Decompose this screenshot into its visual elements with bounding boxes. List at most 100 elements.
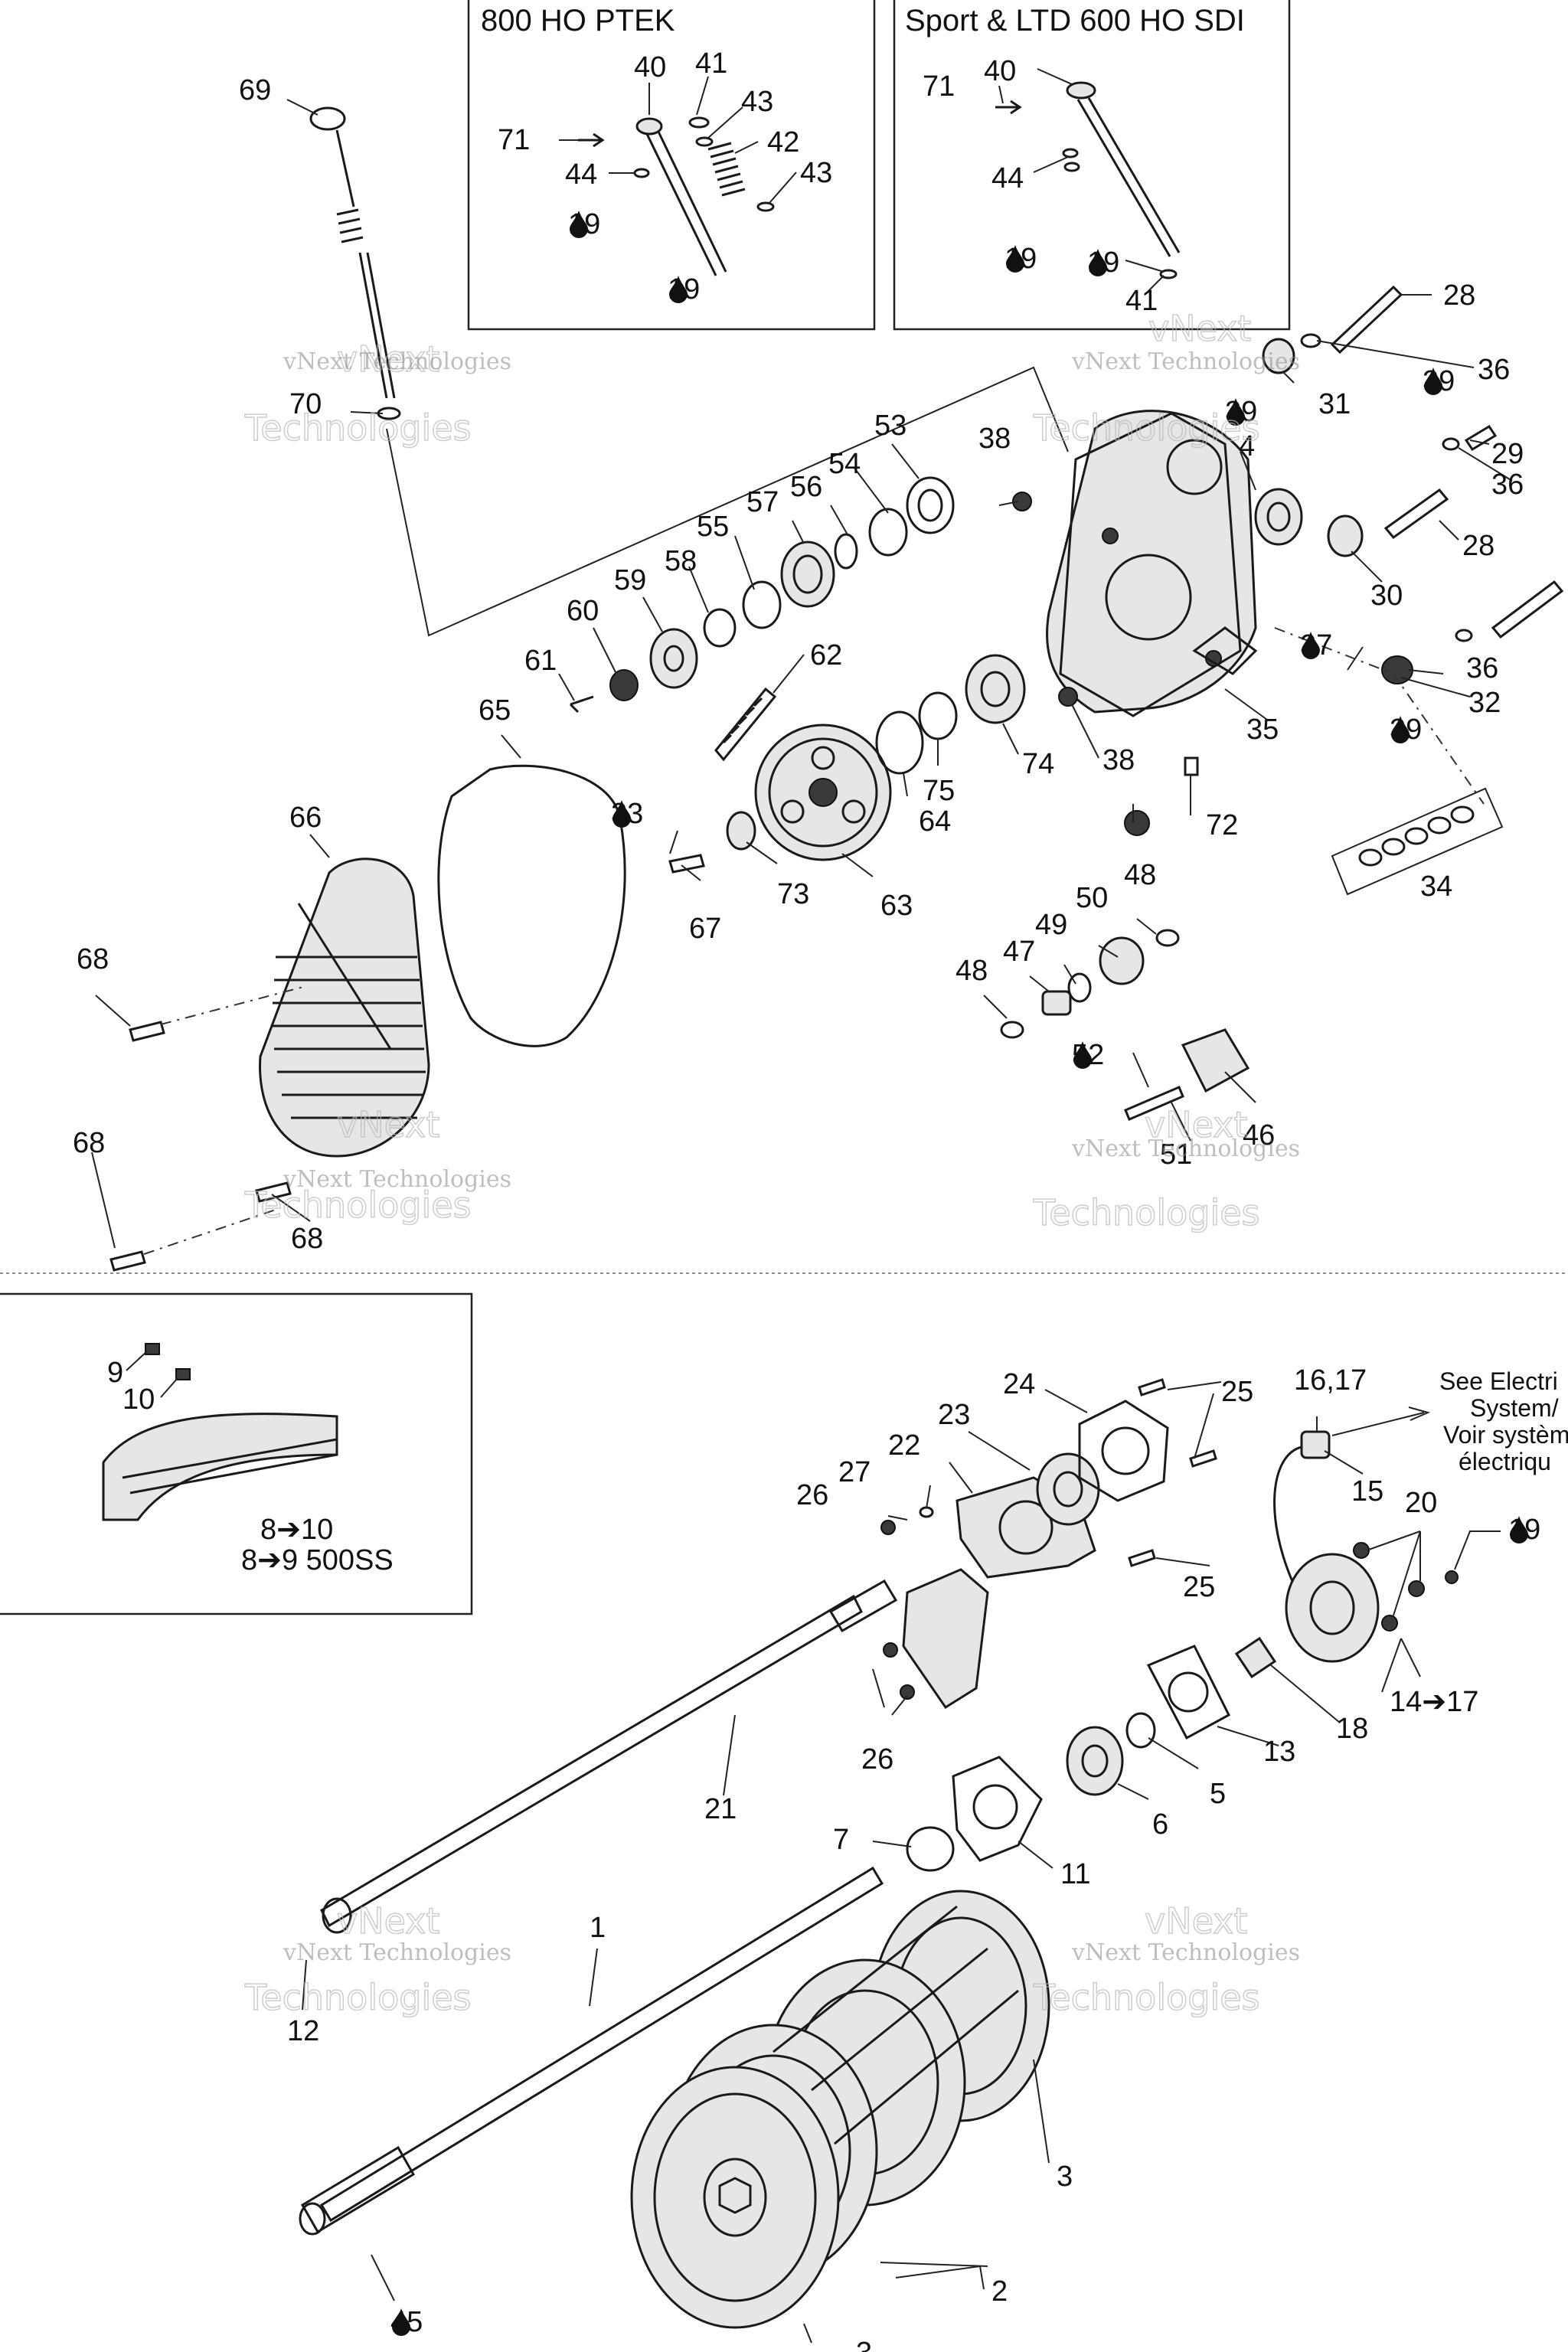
callout-35: 35 bbox=[1246, 714, 1279, 746]
callout-number: 63 bbox=[880, 890, 913, 922]
callout-number: 25 bbox=[1221, 1376, 1253, 1408]
callout-number: 9 bbox=[107, 1357, 123, 1389]
callout-43: 43 bbox=[741, 86, 773, 118]
electrical-note-line-2: System/ bbox=[1470, 1394, 1559, 1422]
callout-73: 73 bbox=[777, 878, 809, 910]
callout-number: 72 bbox=[1206, 809, 1238, 841]
axle-1-body bbox=[319, 1866, 884, 2223]
electrical-note-line-1: See Electri bbox=[1439, 1367, 1558, 1395]
dipstick-reference-line bbox=[386, 366, 1069, 637]
callout-number: 38 bbox=[978, 423, 1011, 455]
callout-25: 25 bbox=[1221, 1376, 1253, 1408]
electrical-note-line-3: Voir systèm bbox=[1443, 1421, 1568, 1449]
callout-48: 48 bbox=[1124, 859, 1156, 891]
callout-24: 24 bbox=[1003, 1368, 1035, 1400]
callout-43: 43 bbox=[800, 157, 832, 189]
callout-72: 72 bbox=[1206, 809, 1238, 841]
callout-5: 5 bbox=[1210, 1778, 1226, 1810]
callout-number: 18 bbox=[1336, 1713, 1368, 1745]
circlip-5 bbox=[1125, 1712, 1156, 1749]
watermark-2: vNext vNext Technologies Technologies bbox=[1032, 307, 1300, 449]
callout-38: 38 bbox=[978, 423, 1011, 455]
callout-number: 36 bbox=[1491, 469, 1524, 501]
sensor-16-17 bbox=[1300, 1430, 1331, 1459]
callout-number: 5 bbox=[1210, 1778, 1226, 1810]
callout-14-17: 14➔17 bbox=[1390, 1686, 1478, 1718]
ptek-valve-head bbox=[635, 117, 663, 136]
callout-number: 41 bbox=[1125, 285, 1158, 317]
callout-number: 55 bbox=[697, 511, 729, 543]
callout-19: 19 bbox=[1508, 1514, 1540, 1546]
callout-number: 12 bbox=[287, 2015, 319, 2047]
callout-number: 69 bbox=[239, 74, 271, 106]
callout-15: 15 bbox=[1351, 1475, 1383, 1508]
sdi-valve-stem bbox=[1076, 99, 1171, 257]
callout-74: 74 bbox=[1022, 748, 1054, 780]
callout-labels-top: 6970404143424371441919407144191941283631… bbox=[73, 47, 1524, 1255]
sensor-wire bbox=[1273, 1446, 1302, 1586]
hex-bore bbox=[718, 2177, 752, 2214]
electrical-note-line-4: électriqu bbox=[1459, 1448, 1551, 1475]
callout-62: 62 bbox=[810, 639, 842, 671]
callout-63: 63 bbox=[880, 890, 913, 922]
flange-24 bbox=[1078, 1400, 1169, 1502]
callout-number: 64 bbox=[919, 805, 951, 838]
callout-number: 23 bbox=[938, 1399, 970, 1431]
callout-46: 46 bbox=[1243, 1119, 1275, 1152]
spacer-75 bbox=[918, 691, 958, 740]
callout-number: 74 bbox=[1022, 748, 1054, 780]
roller-50 bbox=[1099, 936, 1145, 985]
callout-number: 36 bbox=[1478, 354, 1510, 386]
electrical-note: See Electri System/ Voir systèm électriq… bbox=[1439, 1367, 1568, 1475]
svg-text:vNext Technologies: vNext Technologies bbox=[283, 1166, 511, 1193]
callout-number: 21 bbox=[704, 1793, 737, 1825]
callout-number: 42 bbox=[767, 126, 799, 158]
nut-20-a bbox=[1353, 1542, 1370, 1559]
callout-26: 26 bbox=[796, 1479, 828, 1511]
svg-text:vNext: vNext bbox=[1148, 308, 1251, 349]
callout-number: 56 bbox=[790, 471, 822, 503]
callout-number: 54 bbox=[828, 448, 861, 480]
washer-48-a bbox=[1000, 1021, 1024, 1039]
callout-67: 67 bbox=[689, 913, 721, 945]
svg-text:Technologies: Technologies bbox=[244, 407, 472, 449]
callout-number: 35 bbox=[1246, 714, 1279, 746]
drive-sprockets bbox=[630, 1890, 1050, 2329]
svg-text:vNext: vNext bbox=[1145, 1104, 1247, 1145]
callout-11: 11 bbox=[1060, 1858, 1090, 1890]
oil-drop-icon bbox=[392, 2308, 410, 2336]
callout-number: 44 bbox=[991, 162, 1024, 194]
callout-number: 10 bbox=[122, 1383, 155, 1416]
callout-20: 20 bbox=[1405, 1487, 1437, 1519]
callout-41: 41 bbox=[695, 47, 727, 80]
callout-21: 21 bbox=[704, 1793, 737, 1825]
svg-text:Technologies: Technologies bbox=[1033, 1977, 1260, 2018]
callout-61: 61 bbox=[524, 645, 557, 677]
callout-25: 25 bbox=[1183, 1571, 1215, 1603]
leader-lines bbox=[91, 68, 1513, 1249]
speed-sensor-group bbox=[906, 1406, 1459, 1872]
bearing-23 bbox=[1036, 1452, 1100, 1526]
track-box-label-b: 8➔9 500SS bbox=[241, 1544, 394, 1576]
callout-number: 61 bbox=[524, 645, 557, 677]
callout-number: 48 bbox=[1124, 859, 1156, 891]
bushing-47 bbox=[1041, 990, 1072, 1016]
oil-drop-icon bbox=[669, 276, 688, 303]
callout-57: 57 bbox=[746, 486, 779, 518]
callout-1: 1 bbox=[590, 1912, 606, 1944]
track-box-label-a: 8➔10 bbox=[260, 1514, 333, 1546]
upper-shaft-parts bbox=[569, 476, 1032, 714]
callout-34: 34 bbox=[1420, 871, 1452, 903]
bolt-26-b bbox=[900, 1684, 915, 1700]
callout-55: 55 bbox=[697, 511, 729, 543]
callout-number: 2 bbox=[991, 2275, 1008, 2308]
callout-38: 38 bbox=[1102, 744, 1135, 776]
housing-body bbox=[1046, 410, 1257, 714]
bolt-28-upper bbox=[1330, 285, 1403, 354]
callout-number: 66 bbox=[289, 802, 322, 834]
callout-51: 51 bbox=[1160, 1138, 1192, 1171]
housing-lower-bore bbox=[1105, 554, 1192, 641]
housing-14-17 bbox=[1285, 1553, 1380, 1663]
callout-number: 38 bbox=[1102, 744, 1135, 776]
callout-26: 26 bbox=[861, 1743, 893, 1775]
